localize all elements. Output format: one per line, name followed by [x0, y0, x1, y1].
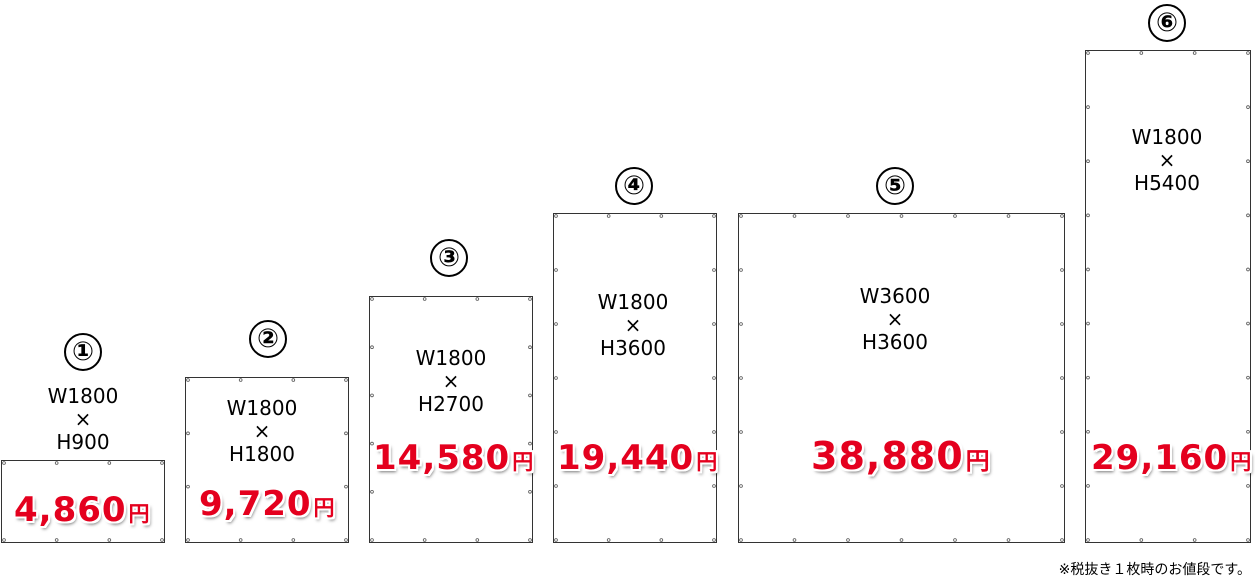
item-height-5: H3600 — [862, 330, 928, 354]
item-number-6: ⑥ — [1148, 4, 1186, 42]
item-price-value-5: 38,880 — [811, 434, 964, 478]
item-height-6: H5400 — [1134, 171, 1200, 195]
sheet-6 — [1085, 50, 1251, 543]
item-price-6: 29,160円 — [1091, 438, 1251, 478]
tax-note: ※税抜き１枚時のお値段です。 — [1058, 562, 1251, 578]
item-times-6: × — [1158, 148, 1176, 172]
item-height-2: H1800 — [229, 442, 295, 466]
item-price-currency-1: 円 — [128, 502, 150, 526]
item-price-5: 38,880円 — [811, 434, 990, 478]
item-width-5: W3600 — [859, 284, 931, 308]
item-width-6: W1800 — [1131, 125, 1203, 149]
sheet-5 — [738, 213, 1065, 543]
item-dimensions-5: W3600 × H3600 — [845, 285, 945, 354]
item-dimensions-1: W1800 × H900 — [33, 385, 133, 454]
item-price-value-6: 29,160 — [1091, 438, 1229, 478]
sheet-3 — [369, 296, 533, 543]
sheet-2 — [185, 377, 349, 543]
item-times-3: × — [442, 369, 460, 393]
item-number-1: ① — [64, 333, 102, 371]
item-height-4: H3600 — [600, 336, 666, 360]
item-price-value-1: 4,860 — [14, 490, 127, 530]
item-price-value-4: 19,440 — [557, 438, 695, 478]
item-price-currency-3: 円 — [512, 450, 534, 474]
item-number-2: ② — [249, 320, 287, 358]
item-height-3: H2700 — [418, 392, 484, 416]
item-price-currency-2: 円 — [313, 496, 335, 520]
item-price-1: 4,860円 — [14, 490, 150, 530]
item-width-4: W1800 — [597, 290, 669, 314]
item-width-2: W1800 — [226, 396, 298, 420]
item-width-1: W1800 — [47, 384, 119, 408]
item-dimensions-4: W1800 × H3600 — [583, 291, 683, 360]
item-price-value-2: 9,720 — [199, 484, 312, 524]
item-dimensions-3: W1800 × H2700 — [401, 347, 501, 416]
item-dimensions-2: W1800 × H1800 — [212, 397, 312, 466]
item-number-3: ③ — [430, 239, 468, 277]
item-dimensions-6: W1800 × H5400 — [1117, 126, 1217, 195]
item-times-1: × — [74, 407, 92, 431]
sheet-1 — [1, 460, 165, 543]
item-price-currency-5: 円 — [965, 447, 990, 475]
item-times-2: × — [253, 419, 271, 443]
item-price-currency-4: 円 — [696, 450, 718, 474]
item-price-2: 9,720円 — [199, 484, 335, 524]
item-times-5: × — [886, 307, 904, 331]
item-height-1: H900 — [56, 430, 110, 454]
item-price-3: 14,580円 — [373, 438, 533, 478]
item-price-4: 19,440円 — [557, 438, 717, 478]
item-price-currency-6: 円 — [1230, 450, 1252, 474]
item-width-3: W1800 — [415, 346, 487, 370]
item-number-4: ④ — [615, 167, 653, 205]
item-times-4: × — [624, 313, 642, 337]
sheet-4 — [553, 213, 717, 543]
item-number-5: ⑤ — [876, 167, 914, 205]
item-price-value-3: 14,580 — [373, 438, 511, 478]
